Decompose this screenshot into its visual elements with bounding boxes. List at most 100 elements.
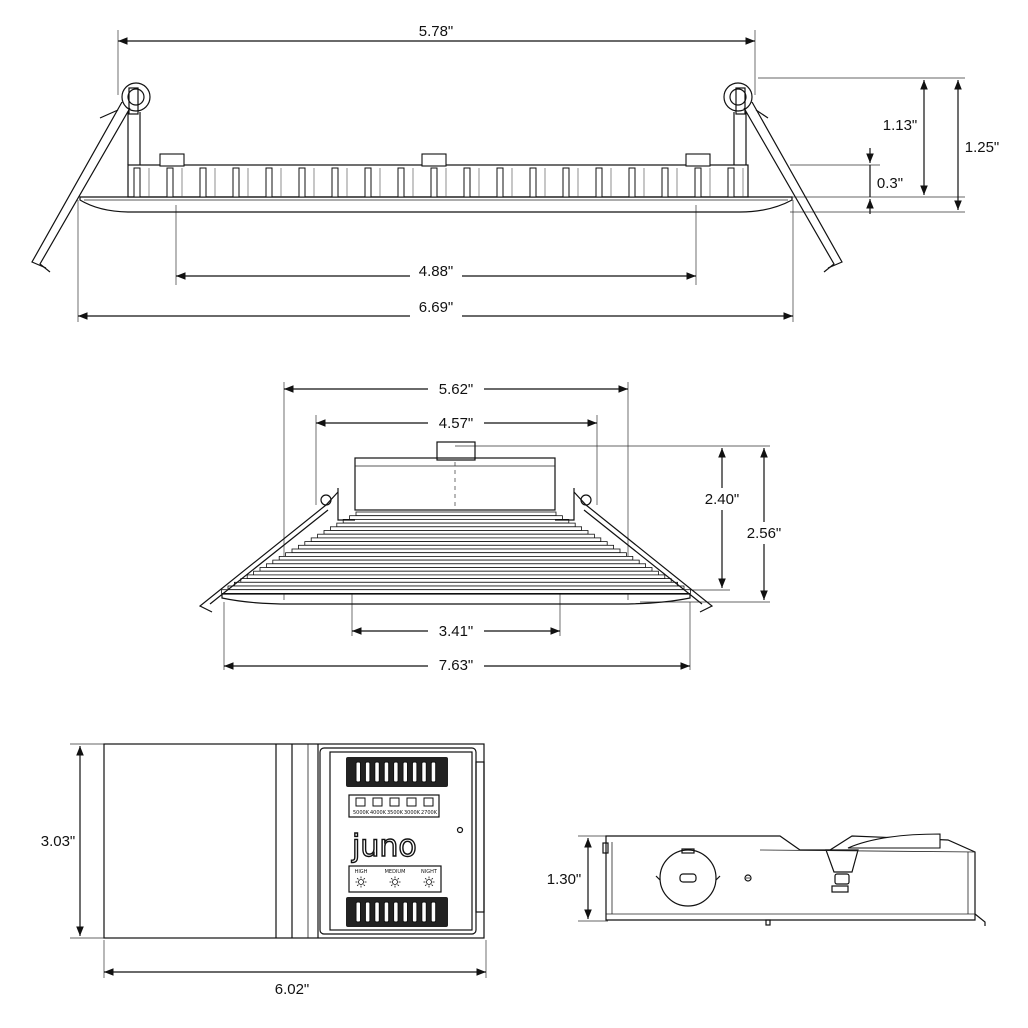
baffle-step bbox=[355, 511, 557, 517]
baffle-step bbox=[285, 552, 627, 557]
fin bbox=[166, 167, 174, 198]
fin bbox=[199, 167, 207, 198]
right-spring-clip bbox=[723, 82, 843, 273]
heat-sink-fins bbox=[133, 167, 744, 198]
terminal-slot bbox=[393, 901, 399, 923]
baffle-step bbox=[278, 556, 634, 561]
terminal-slot bbox=[364, 901, 371, 923]
baffle-step bbox=[317, 533, 595, 539]
baffle-step bbox=[342, 519, 570, 524]
baffle-step bbox=[329, 526, 582, 531]
baffle-step bbox=[233, 581, 679, 587]
baffle-step bbox=[349, 515, 563, 520]
cct-label: 3500K bbox=[387, 810, 404, 816]
dim-top-aperture: 4.88" bbox=[419, 263, 454, 280]
middle-left-clip bbox=[198, 488, 355, 613]
fin bbox=[133, 167, 141, 198]
cct-label: 4000K bbox=[370, 810, 387, 816]
terminal-slot bbox=[355, 901, 361, 923]
baffle-step bbox=[253, 570, 659, 576]
dim-middle-width-top: 5.62" bbox=[439, 381, 474, 398]
left-spring-clip bbox=[31, 82, 151, 273]
fin bbox=[595, 167, 603, 198]
cct-switch bbox=[372, 797, 383, 807]
dim-top-flange: 0.3" bbox=[877, 175, 903, 192]
fin bbox=[463, 167, 471, 198]
terminal-slot bbox=[383, 761, 390, 783]
mode-label: NIGHT bbox=[421, 869, 438, 875]
baffle-step bbox=[272, 559, 640, 565]
cct-label: 3000K bbox=[404, 810, 421, 816]
cct-label: 2700K bbox=[421, 810, 438, 816]
baffle-step bbox=[246, 574, 666, 580]
dim-middle-height-b: 2.56" bbox=[747, 525, 782, 542]
cct-switch bbox=[423, 797, 434, 807]
terminal-slot bbox=[430, 761, 437, 783]
mode-label: MEDIUM bbox=[385, 869, 406, 875]
fin bbox=[298, 167, 306, 198]
terminal-slot bbox=[411, 761, 418, 783]
terminal-slot bbox=[393, 761, 399, 783]
dim-top-mount-height: 1.13" bbox=[883, 117, 918, 134]
fin bbox=[331, 167, 339, 198]
baffle-step bbox=[304, 541, 608, 546]
dim-junction-length: 6.02" bbox=[275, 981, 310, 998]
fin bbox=[562, 167, 570, 198]
fin bbox=[364, 167, 372, 198]
sun-icon bbox=[423, 876, 435, 888]
baffle-step bbox=[240, 578, 672, 583]
dim-middle-overall: 7.63" bbox=[439, 657, 474, 674]
cct-switch bbox=[406, 797, 417, 807]
baffle-step bbox=[291, 548, 621, 554]
terminal-slot bbox=[421, 761, 427, 783]
fin bbox=[661, 167, 669, 198]
terminal-slot bbox=[402, 901, 408, 923]
sun-icon bbox=[389, 876, 401, 888]
terminal-slot bbox=[430, 901, 437, 923]
fin bbox=[727, 167, 735, 198]
cct-label: 5000K bbox=[353, 810, 370, 816]
terminal-slot bbox=[364, 761, 371, 783]
middle-right-clip bbox=[555, 488, 714, 613]
dim-side-height: 1.30" bbox=[547, 871, 582, 888]
terminal-slot bbox=[421, 901, 427, 923]
fin bbox=[232, 167, 240, 198]
terminal-slot bbox=[411, 901, 418, 923]
baffle-step bbox=[336, 522, 576, 528]
baffle-step bbox=[323, 530, 589, 535]
terminal-slot bbox=[355, 761, 361, 783]
dim-junction-height: 3.03" bbox=[41, 833, 76, 850]
dim-top-total-height: 1.25" bbox=[965, 139, 1000, 156]
top-view-fixture: 5.78" 1.13" 1.25" 0.3" 4.88" 6.69" bbox=[31, 23, 1000, 322]
cct-switch bbox=[389, 797, 400, 807]
junction-box-side-view: 1.30" bbox=[547, 833, 986, 926]
fin bbox=[694, 167, 702, 198]
baffle-step bbox=[265, 563, 647, 568]
stepped-baffle bbox=[221, 511, 691, 594]
sun-icon bbox=[355, 876, 367, 888]
cct-switch bbox=[355, 797, 366, 807]
baffle-step bbox=[297, 544, 615, 550]
terminal-slot bbox=[374, 761, 380, 783]
baffle-step bbox=[310, 537, 602, 543]
baffle-step bbox=[227, 585, 685, 591]
baffle-step bbox=[259, 567, 653, 572]
brand-logo: juno bbox=[351, 829, 417, 864]
dim-top-overall: 5.78" bbox=[419, 23, 454, 40]
terminal-slot bbox=[374, 901, 380, 923]
fin bbox=[628, 167, 636, 198]
dim-middle-clip-span: 4.57" bbox=[439, 415, 474, 432]
dim-middle-aperture: 3.41" bbox=[439, 623, 474, 640]
fin bbox=[397, 167, 405, 198]
baffle-step bbox=[221, 589, 691, 594]
middle-view-fixture: 5.62" 4.57" 2.40" 2.56" 3.41" 7.63" bbox=[198, 377, 792, 676]
terminal-slot bbox=[383, 901, 390, 923]
dim-top-overall-flange: 6.69" bbox=[419, 299, 454, 316]
dim-middle-height-a: 2.40" bbox=[705, 491, 740, 508]
mode-label: HIGH bbox=[355, 869, 368, 875]
terminal-slot bbox=[402, 761, 408, 783]
fin bbox=[496, 167, 504, 198]
fin bbox=[430, 167, 438, 198]
